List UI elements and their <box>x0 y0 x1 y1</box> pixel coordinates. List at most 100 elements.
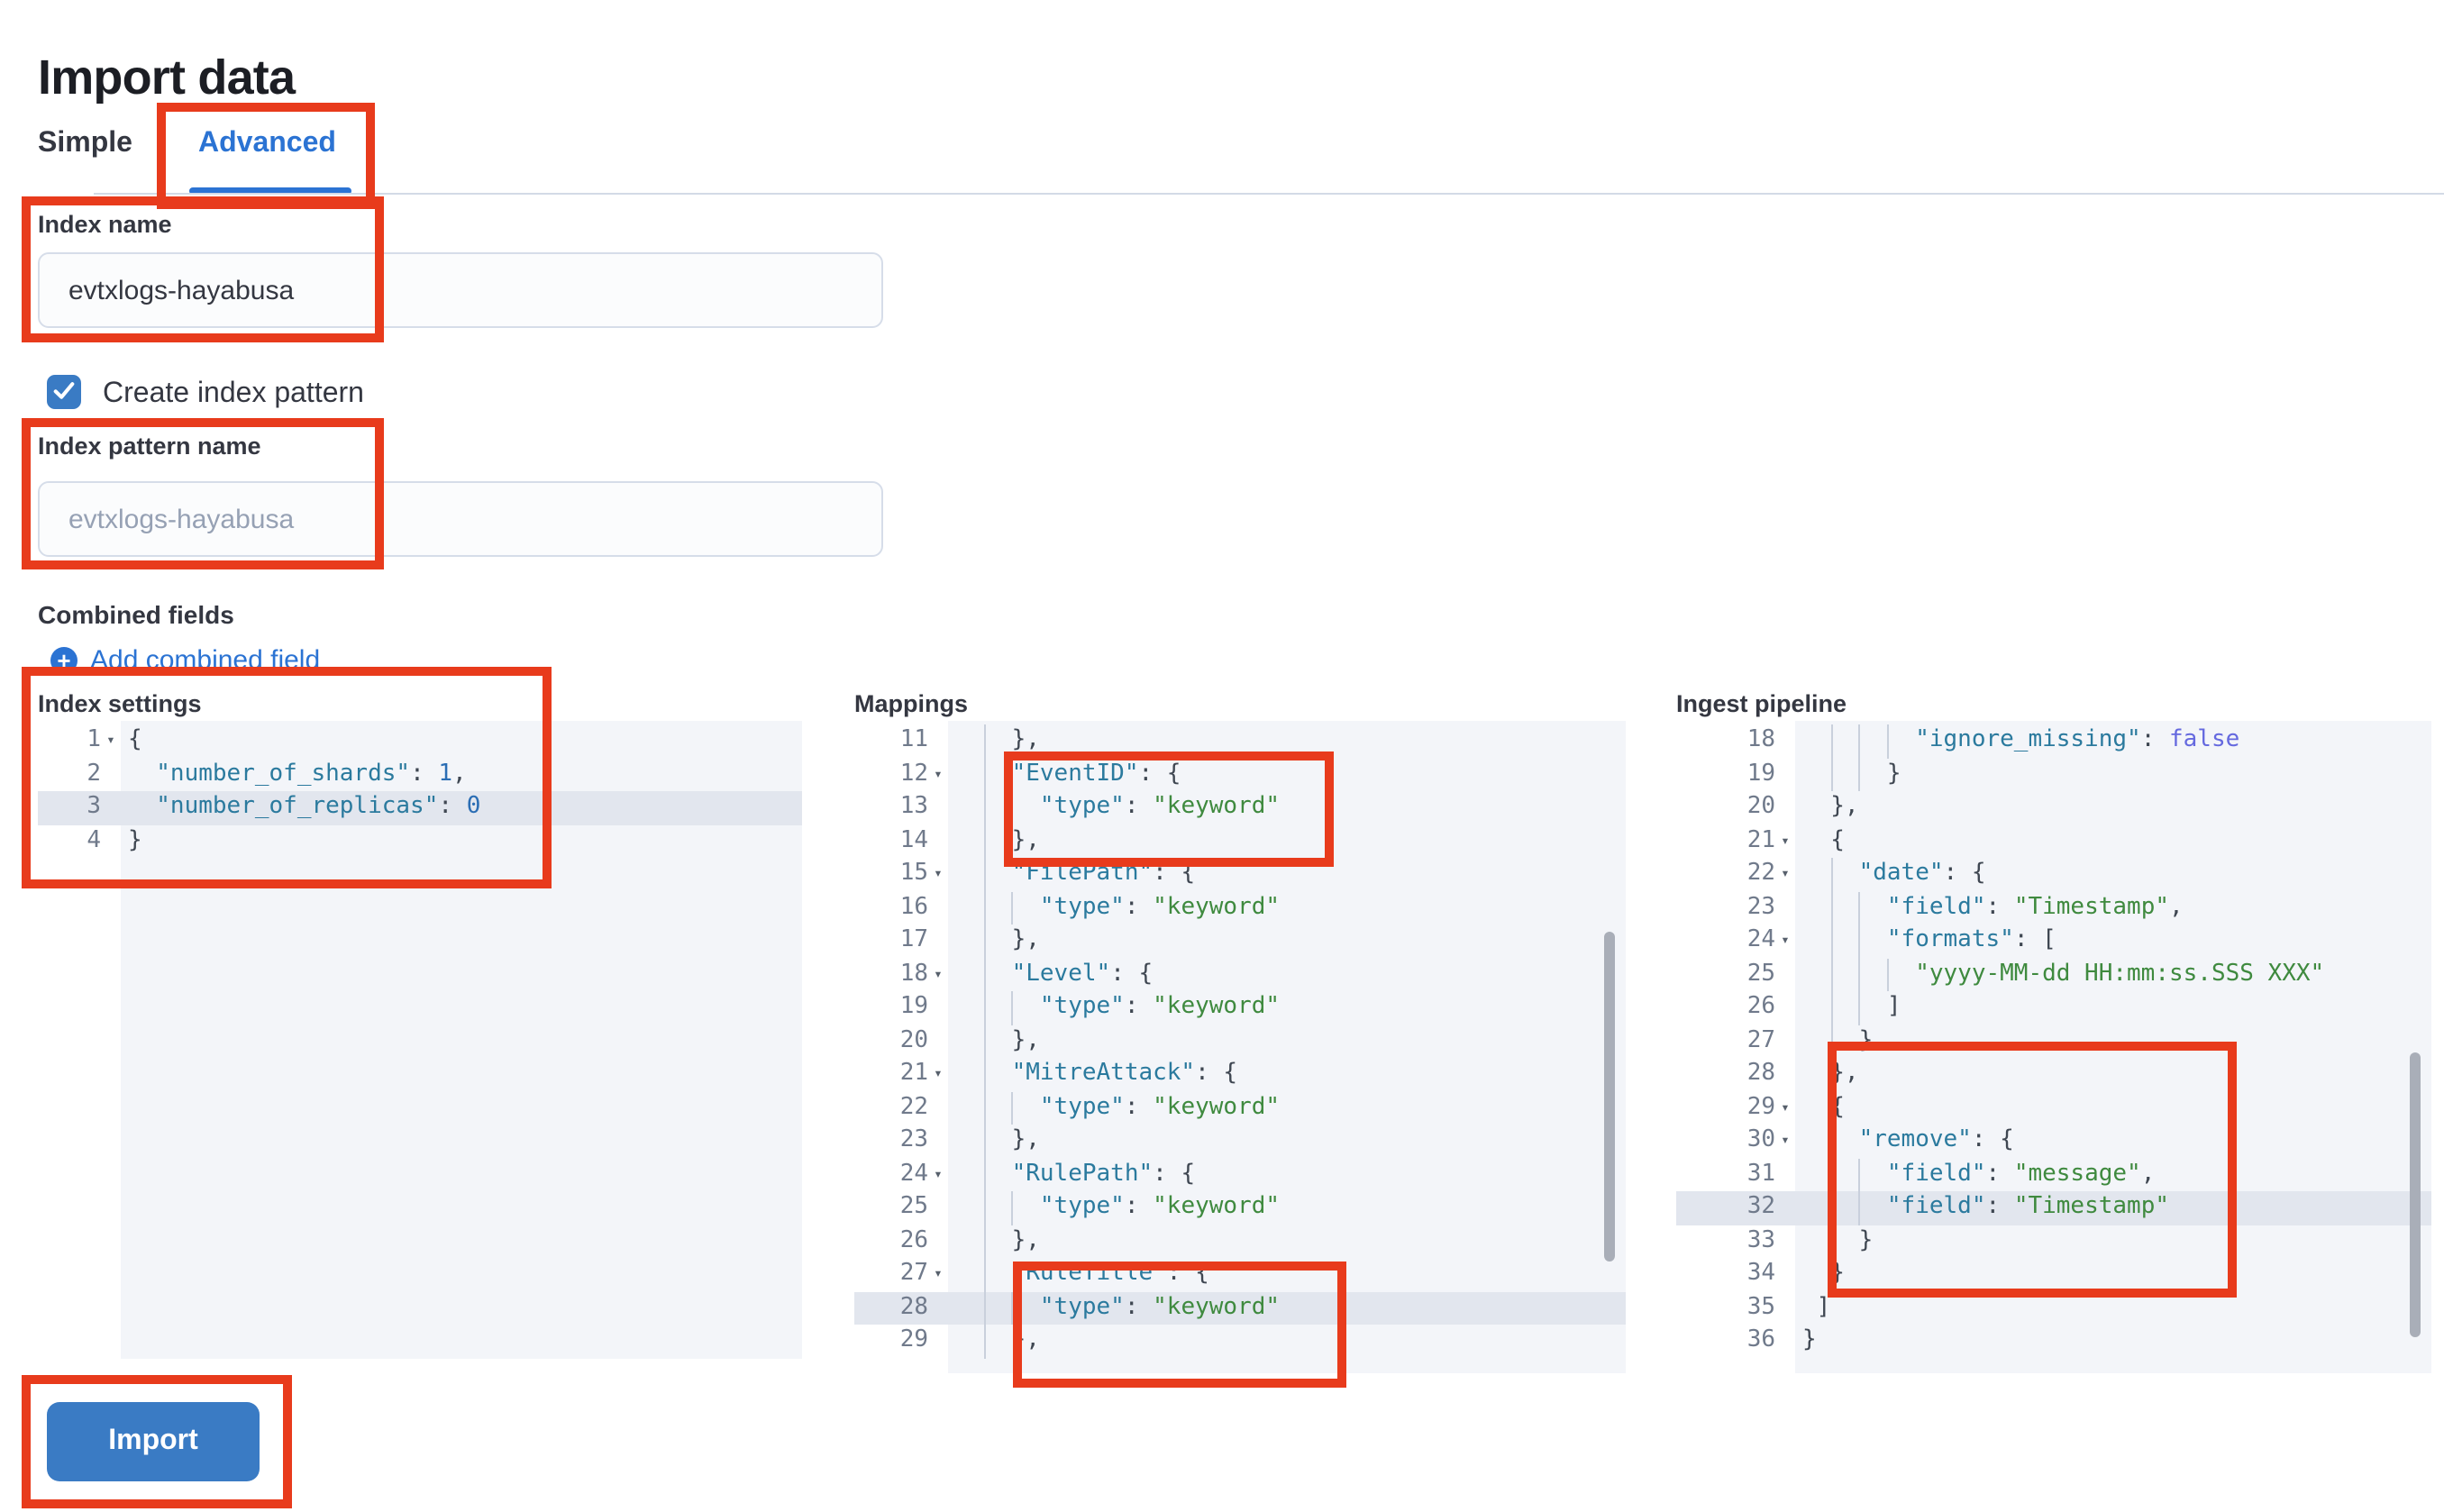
code-line[interactable]: 18▾"Level": { <box>854 958 1626 991</box>
code-line[interactable]: 22▾"date": { <box>1676 858 2431 891</box>
line-number: 31 <box>1746 1160 1775 1187</box>
code-line[interactable]: 21▾"MitreAttack": { <box>854 1058 1626 1091</box>
code-token: }, <box>1830 1060 1859 1087</box>
code-line[interactable]: 20}, <box>1676 791 2431 824</box>
code-line[interactable]: 15▾"FilePath": { <box>854 858 1626 891</box>
code-token: : <box>410 760 439 787</box>
scrollbar-thumb[interactable] <box>1604 932 1615 1262</box>
code-line[interactable]: 2"number_of_shards": 1, <box>38 758 802 791</box>
code-line[interactable]: 30▾"remove": { <box>1676 1125 2431 1158</box>
code-line[interactable]: 27▾"RuleTitle": { <box>854 1258 1626 1291</box>
code-line[interactable]: 16"type": "keyword" <box>854 891 1626 925</box>
indent-guide <box>1011 991 1014 1025</box>
code-line[interactable]: 25"yyyy-MM-dd HH:mm:ss.SSS XXX" <box>1676 958 2431 991</box>
fold-arrow-icon[interactable]: ▾ <box>1781 832 1790 848</box>
code-line[interactable]: 17}, <box>854 925 1626 958</box>
code-line[interactable]: 26}, <box>854 1225 1626 1258</box>
indent-guide <box>1858 724 1861 758</box>
fold-slot <box>1775 1258 1795 1291</box>
line-number: 18 <box>1746 726 1775 753</box>
code-line[interactable]: 1▾{ <box>38 724 802 758</box>
import-button[interactable]: Import <box>47 1402 260 1481</box>
code-token: : <box>1985 893 2014 920</box>
fold-slot <box>928 1325 948 1358</box>
index-name-input[interactable] <box>38 252 883 328</box>
code-token: "type" <box>1039 1293 1125 1320</box>
index-pattern-name-input[interactable] <box>38 481 883 557</box>
indent-guide <box>983 1025 986 1058</box>
fold-slot <box>1775 791 1795 824</box>
code-line[interactable]: 29}, <box>854 1325 1626 1358</box>
fold-arrow-icon[interactable]: ▾ <box>934 965 943 981</box>
code-line[interactable]: 26] <box>1676 991 2431 1025</box>
code-line[interactable]: 24▾"formats": [ <box>1676 925 2431 958</box>
code-line[interactable]: 18"ignore_missing": false <box>1676 724 2431 758</box>
indent-guide <box>1858 991 1861 1025</box>
code-line[interactable]: 13"type": "keyword" <box>854 791 1626 824</box>
code-line[interactable]: 27} <box>1676 1025 2431 1058</box>
line-number: 20 <box>899 1026 928 1053</box>
tab-advanced[interactable]: Advanced <box>198 128 336 159</box>
code-line[interactable]: 31"field": "message", <box>1676 1158 2431 1191</box>
code-line[interactable]: 25"type": "keyword" <box>854 1191 1626 1225</box>
code-line[interactable]: 19} <box>1676 758 2431 791</box>
fold-arrow-icon[interactable]: ▾ <box>934 1065 943 1081</box>
code-line[interactable]: 36} <box>1676 1325 2431 1358</box>
code-line[interactable]: 29▾{ <box>1676 1091 2431 1125</box>
fold-arrow-icon[interactable]: ▾ <box>1781 932 1790 948</box>
code-line[interactable]: 28}, <box>1676 1058 2431 1091</box>
fold-slot <box>1775 724 1795 758</box>
line-number: 22 <box>899 1093 928 1120</box>
indent-guide <box>1830 958 1833 991</box>
mappings-editor[interactable]: 11},12▾"EventID": {13"type": "keyword"14… <box>854 721 1626 1373</box>
code-line[interactable]: 28"type": "keyword" <box>854 1291 1626 1325</box>
fold-slot <box>1775 1225 1795 1258</box>
code-line[interactable]: 35] <box>1676 1291 2431 1325</box>
code-line[interactable]: 12▾"EventID": { <box>854 758 1626 791</box>
code-line[interactable]: 4} <box>38 824 802 858</box>
indent-guide <box>1886 724 1889 758</box>
index-settings-editor[interactable]: 1▾{2"number_of_shards": 1,3"number_of_re… <box>38 721 802 1359</box>
line-number: 15 <box>899 860 928 887</box>
code-line[interactable]: 23"field": "Timestamp", <box>1676 891 2431 925</box>
fold-arrow-icon[interactable]: ▾ <box>1781 865 1790 881</box>
code-line[interactable]: 11}, <box>854 724 1626 758</box>
fold-arrow-icon[interactable]: ▾ <box>106 732 115 748</box>
code-line[interactable]: 21▾{ <box>1676 824 2431 858</box>
index-settings-label: Index settings <box>38 690 202 717</box>
code-token: "date" <box>1858 860 1944 887</box>
line-number: 27 <box>899 1260 928 1287</box>
code-line[interactable]: 3"number_of_replicas": 0 <box>38 791 802 824</box>
line-number: 25 <box>899 1193 928 1220</box>
create-index-pattern-checkbox[interactable] <box>47 375 81 409</box>
scrollbar-thumb[interactable] <box>2410 1052 2421 1337</box>
code-token: "type" <box>1039 993 1125 1020</box>
line-number: 17 <box>899 926 928 953</box>
code-line[interactable]: 34} <box>1676 1258 2431 1291</box>
fold-arrow-icon[interactable]: ▾ <box>934 1265 943 1281</box>
code-line[interactable]: 24▾"RulePath": { <box>854 1158 1626 1191</box>
fold-arrow-icon[interactable]: ▾ <box>934 1165 943 1181</box>
fold-arrow-icon[interactable]: ▾ <box>934 865 943 881</box>
indent-guide <box>1830 1225 1833 1258</box>
line-number: 23 <box>899 1126 928 1153</box>
fold-arrow-icon[interactable]: ▾ <box>1781 1132 1790 1148</box>
add-combined-field-link[interactable]: + Add combined field <box>50 645 320 676</box>
code-line[interactable]: 23}, <box>854 1125 1626 1158</box>
code-line[interactable]: 22"type": "keyword" <box>854 1091 1626 1125</box>
line-number: 13 <box>899 793 928 820</box>
fold-arrow-icon[interactable]: ▾ <box>1781 1098 1790 1115</box>
code-line[interactable]: 20}, <box>854 1025 1626 1058</box>
line-number: 26 <box>1746 993 1775 1020</box>
code-line[interactable]: 14}, <box>854 824 1626 858</box>
line-number: 29 <box>1746 1093 1775 1120</box>
tab-simple[interactable]: Simple <box>38 128 132 159</box>
fold-arrow-icon[interactable]: ▾ <box>934 765 943 781</box>
code-line[interactable]: 33} <box>1676 1225 2431 1258</box>
code-line[interactable]: 32"field": "Timestamp" <box>1676 1191 2431 1225</box>
indent-guide <box>983 1325 986 1358</box>
indent-guide <box>1011 1091 1014 1125</box>
code-line[interactable]: 19"type": "keyword" <box>854 991 1626 1025</box>
